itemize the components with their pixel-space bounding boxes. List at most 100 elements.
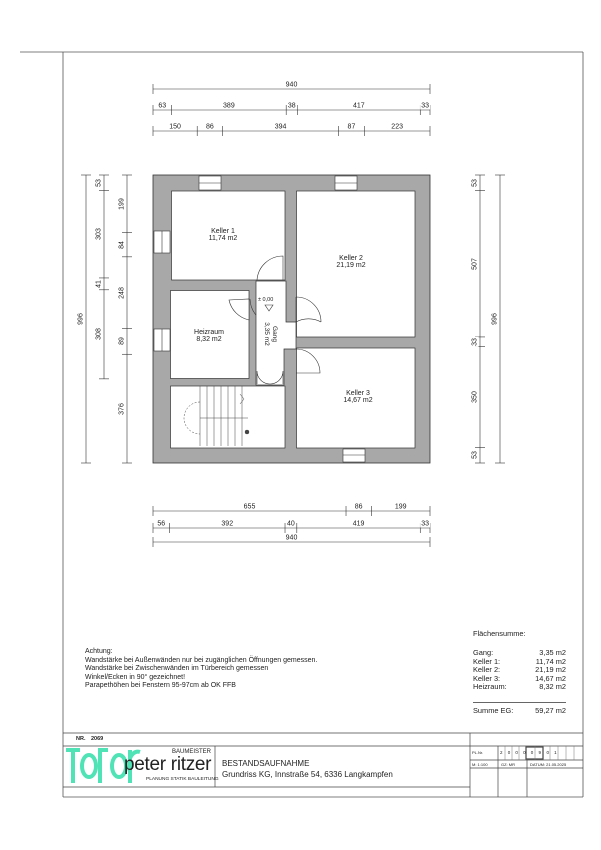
room-keller-1 xyxy=(171,190,286,281)
floor-plan xyxy=(152,174,431,464)
room-name: Keller 3 xyxy=(346,390,370,397)
plan-digit: 9 xyxy=(538,750,541,755)
area-row: Keller 2: 21,19 m2 xyxy=(473,665,566,674)
area-value: 3,35 m2 xyxy=(539,648,566,657)
dimension-label: 303 xyxy=(95,227,103,241)
area-summary: Flächensumme: Gang: 3,35 m2 Keller 1: 11,7… xyxy=(473,629,566,719)
level-triangle-icon xyxy=(264,304,274,312)
dimension-label: 53 xyxy=(471,177,479,188)
room-area: 14,67 m2 xyxy=(343,397,373,404)
company-tagline: PLANUNG STATIK BAULEITUNG xyxy=(146,777,219,782)
note-line: Winkel/Ecken in 90° gezeichnet! xyxy=(85,673,186,681)
dimension-label: 86 xyxy=(204,123,215,131)
dimension-label: 394 xyxy=(273,123,288,131)
dimension-label: 248 xyxy=(118,285,126,300)
area-divider xyxy=(473,702,566,703)
notes-heading: Achtung: xyxy=(85,648,113,655)
room-name: Keller 1 xyxy=(211,228,235,235)
dimension-label: 392 xyxy=(220,520,235,528)
room-keller-2 xyxy=(296,190,416,338)
dimension-label: 33 xyxy=(420,520,431,528)
dimension-label: 41 xyxy=(95,278,103,289)
room-area: 21,19 m2 xyxy=(336,262,366,269)
dimension-label: 199 xyxy=(118,196,126,211)
dimension-label: 86 xyxy=(353,503,364,511)
dimension-lines xyxy=(81,84,505,547)
staircase xyxy=(183,386,250,446)
room-name: Heizraum xyxy=(194,329,224,336)
dimension-label: 308 xyxy=(95,327,103,342)
area-label: Keller 2: xyxy=(473,665,501,674)
dimension-label: 53 xyxy=(471,450,479,461)
plan-digit: 1 xyxy=(554,750,557,755)
room-label-keller-3: Keller 3 14,67 m2 xyxy=(333,390,383,404)
dimension-label: 150 xyxy=(168,123,182,131)
nr-value: 2069 xyxy=(91,736,104,742)
company-logo xyxy=(66,748,141,783)
plan-digit: 2 xyxy=(500,750,503,755)
area-label: Heizraum: xyxy=(473,682,507,691)
plan-digit: 0 xyxy=(507,750,511,755)
notes-block: Achtung: Wandstärke bei Außenwänden nur … xyxy=(85,648,317,691)
nr-label: NR. xyxy=(76,736,86,742)
windows xyxy=(153,175,366,463)
dimension-label: 33 xyxy=(471,336,479,347)
plan-digit: 0 xyxy=(546,750,549,755)
scale-label: M: 1:100 xyxy=(472,762,488,767)
area-value: 11,74 m2 xyxy=(535,656,566,666)
room-name: Keller 2 xyxy=(339,255,363,262)
dimension-label: 419 xyxy=(351,520,366,528)
drawn-by: GZ: MR xyxy=(501,762,515,767)
date-label: DATUM: 21.05.2025 xyxy=(530,762,567,767)
area-label: Keller 3: xyxy=(473,673,501,683)
area-total-value: 59,27 m2 xyxy=(535,706,566,715)
note-line: Wandstärke bei Außenwänden nur bei zugän… xyxy=(85,656,318,664)
dimension-label: 376 xyxy=(118,401,126,416)
dimension-label: 655 xyxy=(242,503,257,511)
plan-digit: 0 xyxy=(515,750,518,755)
dimension-label: 56 xyxy=(156,520,167,528)
dimension-label: 87 xyxy=(346,123,357,131)
dimension-label: 417 xyxy=(351,102,366,110)
dimension-label: 389 xyxy=(222,102,236,110)
doors xyxy=(228,255,322,385)
room-area: 8,32 m2 xyxy=(196,336,222,343)
dimension-label: 996 xyxy=(491,312,499,326)
room-label-keller-1: Keller 1 11,74 m2 xyxy=(198,228,248,242)
area-row: Heizraum: 8,32 m2 xyxy=(473,682,566,691)
note-line: Parapethöhen bei Fenstern 95-97cm ab OK … xyxy=(85,682,236,690)
dimension-label: 507 xyxy=(471,256,479,271)
dimension-label: 223 xyxy=(390,123,404,131)
area-summary-title: Flächensumme: xyxy=(473,629,526,638)
document-subject: Grundriss KG, Innstraße 54, 6336 Langkam… xyxy=(222,770,393,779)
area-row: Gang: 3,35 m2 xyxy=(473,648,566,657)
area-value: 8,32 m2 xyxy=(539,682,566,691)
dimension-label: 350 xyxy=(471,390,479,404)
area-label: Keller 1: xyxy=(473,656,501,666)
area-row: Keller 1: 11,74 m2 xyxy=(473,657,566,666)
dimension-label: 996 xyxy=(77,312,85,326)
dimension-label: 33 xyxy=(420,102,431,110)
dimension-label: 40 xyxy=(286,520,296,528)
area-row: Keller 3: 14,67 m2 xyxy=(473,674,566,683)
room-area: 11,74 m2 xyxy=(208,235,238,242)
document-type: BESTANDSAUFNAHME xyxy=(222,759,310,768)
area-value: 21,19 m2 xyxy=(535,665,566,674)
area-label: Gang: xyxy=(473,648,494,657)
dimension-label: 63 xyxy=(157,102,168,110)
plan-number-label: PL.Nr. xyxy=(472,750,484,755)
plan-digit: 0 xyxy=(530,750,534,755)
dimension-label: 89 xyxy=(118,336,126,347)
dimension-label: 940 xyxy=(284,534,299,542)
area-total-row: Summe EG:59,27 m2 xyxy=(473,706,566,715)
plan-digit: 0 xyxy=(523,750,526,755)
company-prefix: BAUMEISTER xyxy=(172,749,212,755)
company-name: peter ritzer xyxy=(124,754,212,775)
area-value: 14,67 m2 xyxy=(535,673,566,683)
dimension-label: 53 xyxy=(95,177,103,188)
room-keller-3 xyxy=(296,347,416,449)
level-mark: ± 0,00 xyxy=(258,297,274,303)
